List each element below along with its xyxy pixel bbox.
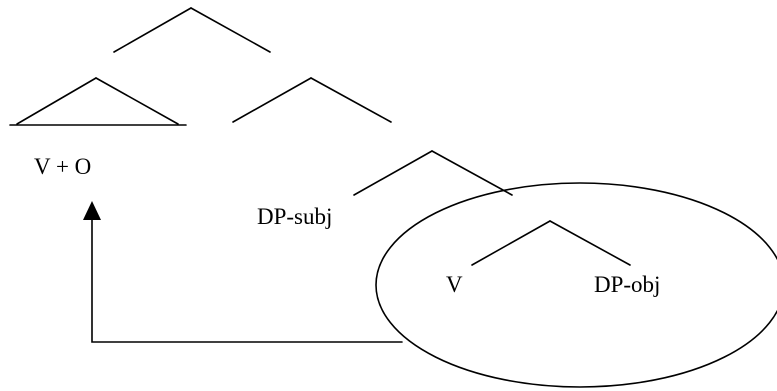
triangle-right-side: [95, 77, 179, 125]
mid-right-branch: [310, 77, 392, 123]
vp-ellipse: [375, 182, 777, 388]
root-right-branch: [190, 7, 271, 53]
lower-left-branch: [353, 150, 433, 196]
lower-right-branch: [431, 150, 513, 196]
vp-left-branch: [471, 220, 551, 266]
label-dp-obj: DP-obj: [594, 272, 660, 297]
label-dp-subj: DP-subj: [257, 204, 332, 229]
triangle-left-side: [16, 77, 97, 125]
root-left-branch: [113, 7, 192, 53]
vp-right-branch: [549, 220, 631, 266]
mid-left-branch: [232, 77, 312, 123]
movement-arrow-head-icon: [83, 201, 101, 220]
label-v: V: [446, 272, 463, 297]
label-v-plus-o: V + O: [34, 154, 91, 179]
movement-arrow-path: [91, 213, 403, 343]
